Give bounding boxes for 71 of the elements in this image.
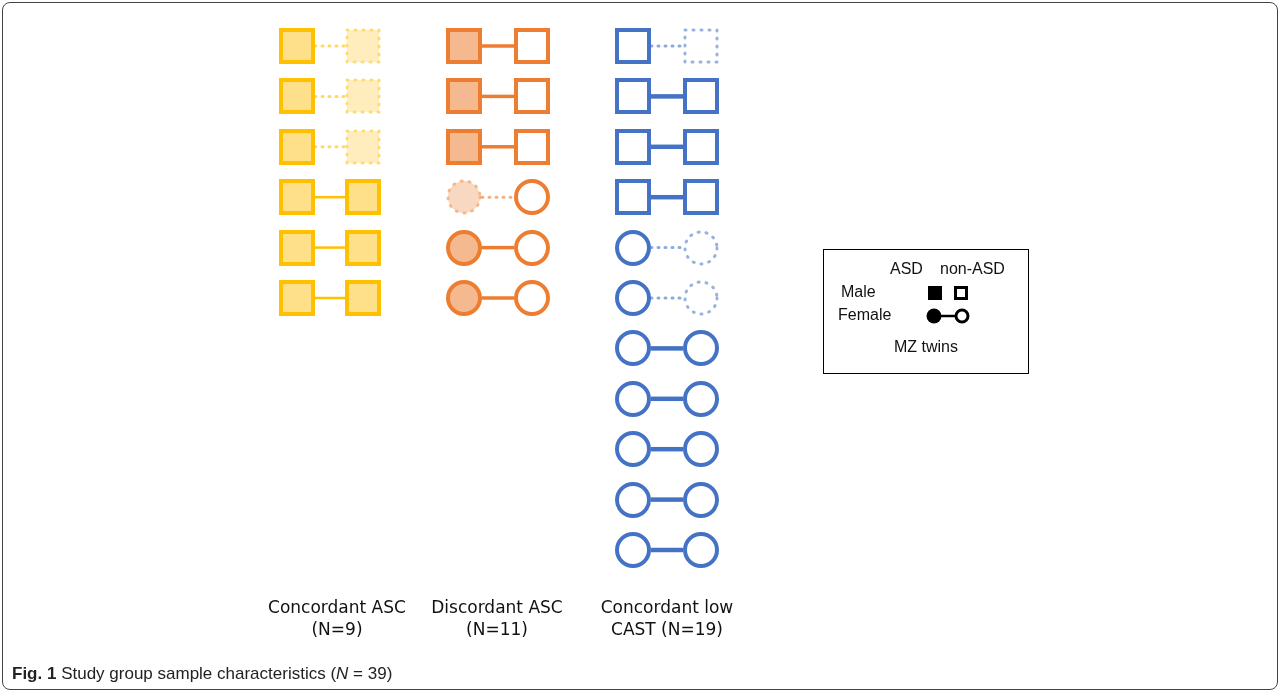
square-symbol [683,128,719,165]
circle-symbol [683,229,719,266]
square-symbol [279,78,315,115]
square-symbol [514,28,550,64]
square-symbol [345,78,381,115]
twin-link-line [315,246,345,249]
twin-link-line [651,94,683,99]
circle-symbol [514,179,550,216]
twin-link-line [651,446,683,452]
twin-link-line [651,396,683,402]
circle-symbol [615,280,651,316]
square-symbol [615,78,651,115]
twin-link-line [482,145,514,149]
legend-label: non-ASD [940,260,1005,278]
twin-link-line [651,144,683,150]
circle-symbol [615,229,651,266]
square-symbol [683,78,719,115]
square-symbol [279,280,315,316]
figure-caption: Fig. 1 Study group sample characteristics (N = 39) [12,664,393,684]
square-symbol [279,128,315,165]
group-label: Discordant ASC (N=11) [430,596,564,640]
circle-symbol [683,330,719,367]
circle-symbol [615,380,651,417]
group-label: Concordant low CAST (N=19) [599,596,735,640]
square-symbol [615,179,651,216]
square-symbol [279,179,315,216]
circle-symbol [446,280,482,316]
square-symbol [446,78,482,115]
circle-symbol [683,280,719,316]
square-symbol [615,28,651,64]
circle-symbol [514,280,550,316]
twin-link-line [315,195,345,199]
square-symbol [514,78,550,115]
square-symbol [683,179,719,216]
circle-symbol [615,330,651,367]
square-symbol [345,280,381,316]
square-symbol [446,28,482,64]
square-symbol [345,229,381,266]
circle-symbol [615,532,651,568]
twin-link-line [482,296,514,300]
twin-link-line [651,346,683,351]
circle-symbol [446,179,482,216]
square-symbol [683,28,719,64]
twin-link-line [482,245,514,250]
twin-link-line [482,94,514,99]
group-label: Concordant ASC (N=9) [267,596,407,640]
legend-label: ASD [890,260,923,278]
square-symbol [345,128,381,165]
legend-label: Male [841,283,876,301]
circle-symbol [514,229,550,266]
square-symbol [345,179,381,216]
circle-symbol [615,481,651,518]
square-symbol [615,128,651,165]
circle-symbol [683,431,719,468]
square-symbol [345,28,381,64]
twin-link-line [651,194,683,200]
twin-link-line [651,497,683,502]
circle-symbol [683,481,719,518]
circle-symbol [683,380,719,417]
square-symbol [446,128,482,165]
square-symbol [514,128,550,165]
legend-label: MZ twins [894,338,958,356]
circle-symbol [446,229,482,266]
twin-link-line [651,547,683,553]
twin-link-line [482,44,514,48]
square-symbol [279,229,315,266]
legend-label: Female [838,306,892,324]
circle-symbol [683,532,719,568]
circle-symbol [615,431,651,468]
square-symbol [279,28,315,64]
twin-link-line [315,296,345,300]
